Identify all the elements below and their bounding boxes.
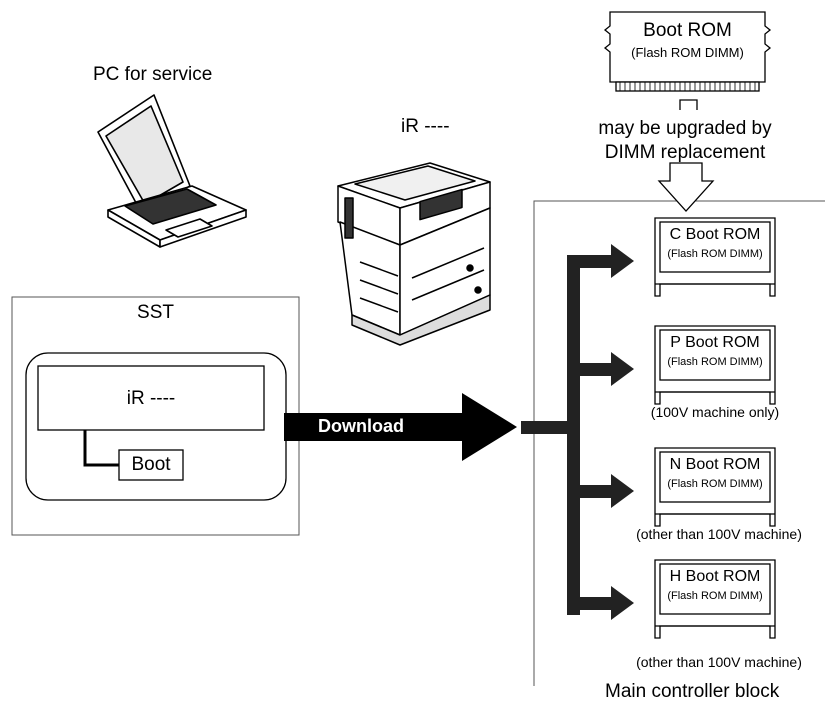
upgrade-note-line2: DIMM replacement [604, 142, 766, 163]
rom-h-name: H Boot ROM [669, 568, 761, 585]
boot-label: Boot [131, 454, 171, 475]
sst-title: SST [137, 302, 174, 323]
rom-n-note: (other than 100V machine) [636, 526, 802, 542]
boot-rom-name: Boot ROM [643, 20, 732, 41]
copier-label: iR ---- [401, 116, 450, 137]
software-label: iR ---- [126, 388, 176, 409]
distribution-bus [521, 244, 634, 620]
rom-n-name: N Boot ROM [669, 456, 761, 473]
rom-p-note: (100V machine only) [650, 404, 780, 420]
rom-h-note: (other than 100V machine) [636, 654, 802, 670]
rom-p-sub: (Flash ROM DIMM) [667, 356, 763, 368]
boot-rom-sub: (Flash ROM DIMM) [631, 45, 744, 60]
rom-c-sub: (Flash ROM DIMM) [667, 248, 763, 260]
download-arrow [284, 393, 517, 461]
dimm-socket-c [654, 217, 776, 297]
rom-n-sub: (Flash ROM DIMM) [667, 478, 763, 490]
dimm-socket-p [654, 325, 776, 405]
copier-icon [337, 162, 491, 346]
dimm-socket-h [654, 559, 776, 639]
controller-label: Main controller block [605, 681, 780, 702]
rom-h-sub: (Flash ROM DIMM) [667, 590, 763, 602]
software-box [37, 365, 265, 431]
boot-connector [83, 430, 119, 467]
download-label: Download [318, 416, 404, 436]
pc-label: PC for service [93, 64, 213, 85]
rom-p-name: P Boot ROM [670, 334, 760, 351]
controller-frame [533, 200, 825, 686]
upgrade-note-line1: may be upgraded by [598, 118, 772, 139]
laptop-icon [97, 94, 247, 248]
rom-c-name: C Boot ROM [669, 226, 761, 243]
dimm-socket-n [654, 447, 776, 527]
boot-rom-dimm-icon [603, 11, 772, 110]
boot-box [118, 449, 184, 481]
upgrade-arrow [657, 162, 715, 212]
